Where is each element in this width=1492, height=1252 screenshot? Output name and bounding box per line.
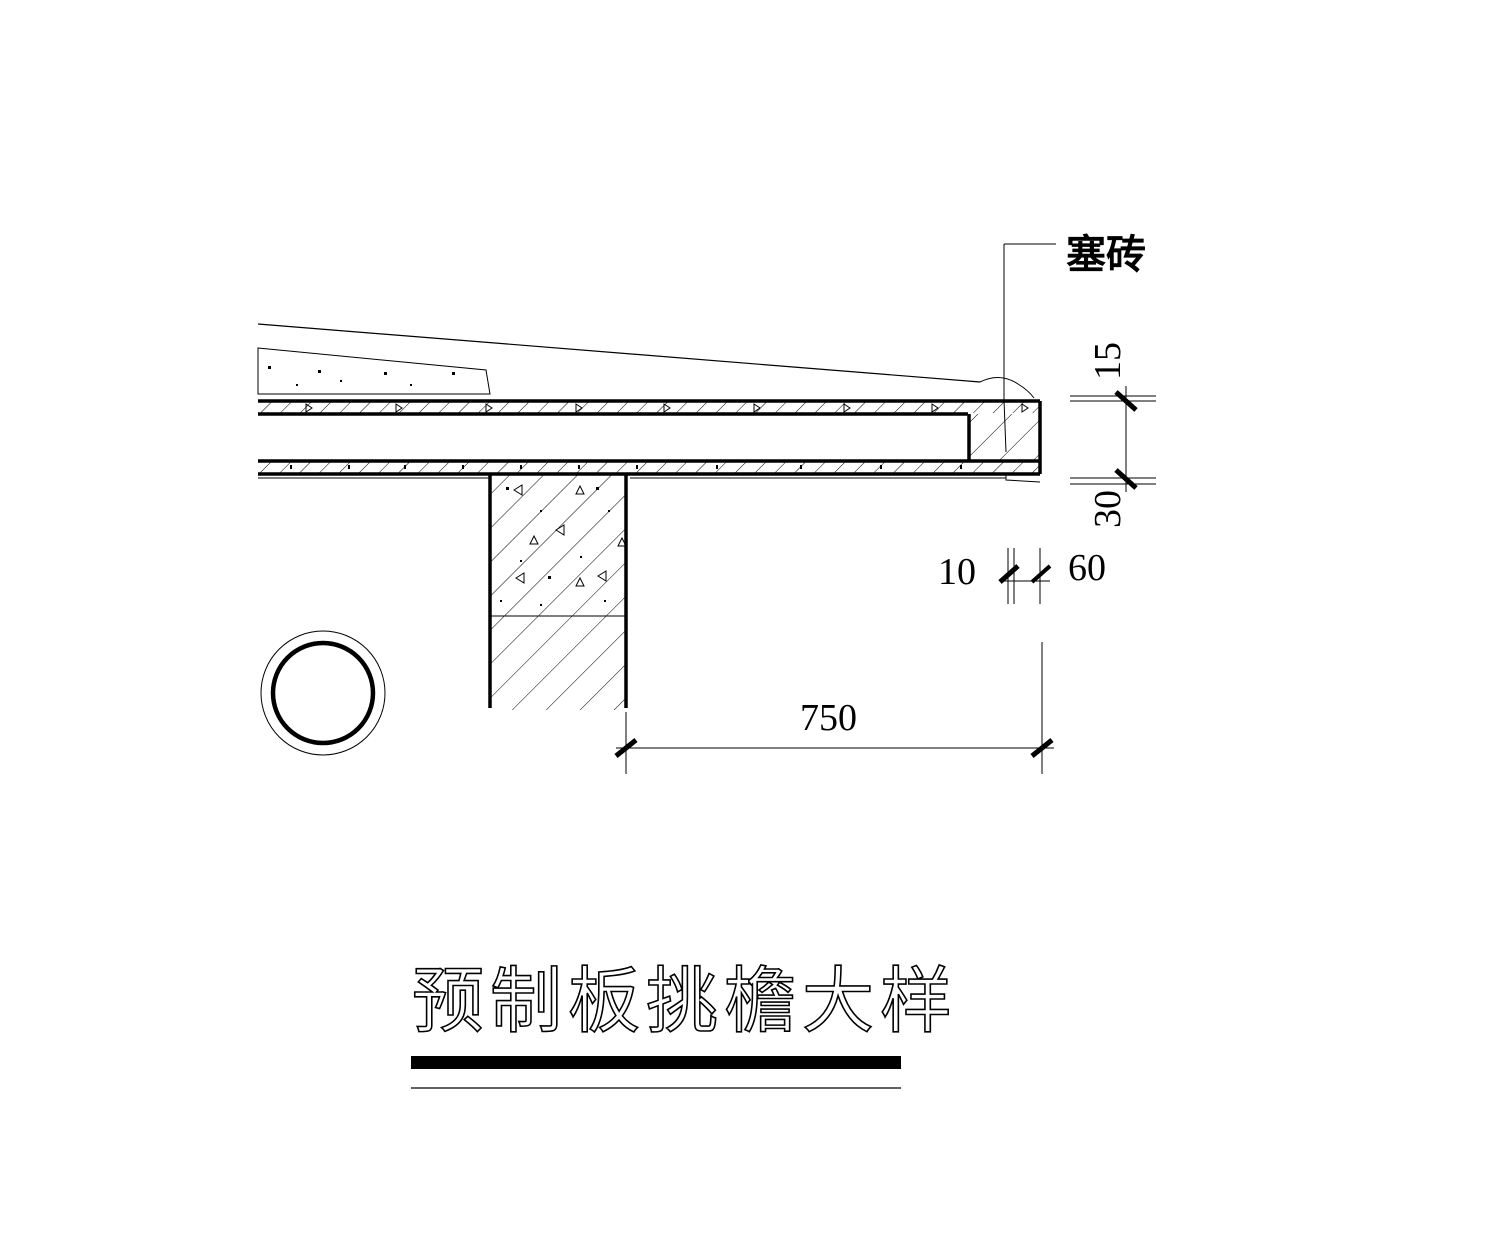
dim-left-small: 10: [938, 551, 976, 593]
roof-slope: [257, 323, 1035, 399]
dim-top: 15: [1087, 342, 1129, 380]
vertical-dimension: [1070, 386, 1156, 492]
downpipe-circle: [260, 630, 386, 756]
small-horizontal-dimension: [998, 548, 1052, 604]
dim-overhang: 750: [800, 697, 857, 739]
title-underline-thick: [411, 1056, 901, 1069]
slab-bottom-layer: [258, 459, 1041, 483]
brick-wall: [490, 615, 626, 710]
brick-label: 塞砖: [1066, 232, 1146, 277]
ring-beam: [490, 474, 627, 616]
dim-right-small: 60: [1068, 547, 1106, 589]
brick-leader-line: [1003, 244, 1007, 453]
insulation-dots: [268, 366, 455, 386]
overhang-dimension: [614, 642, 1054, 774]
dim-bottom: 30: [1087, 490, 1129, 528]
slab-top-layer: [258, 399, 1040, 416]
drawing-title: 预制板挑檐大样: [412, 962, 958, 1042]
